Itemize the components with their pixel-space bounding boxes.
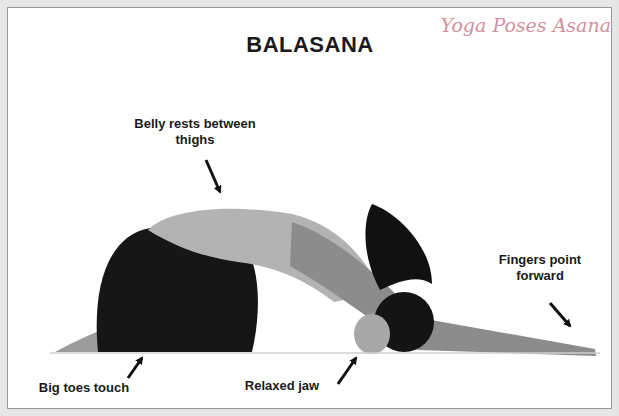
diagram-title: BALASANA xyxy=(160,32,460,58)
arm xyxy=(290,222,596,356)
ponytail xyxy=(365,204,432,290)
leader-arrow xyxy=(128,358,142,378)
pose-label: Relaxed jaw xyxy=(232,378,332,394)
face xyxy=(354,314,390,354)
leader-arrow xyxy=(206,160,220,192)
watermark: Yoga Poses Asana xyxy=(441,14,611,36)
floor-line xyxy=(50,352,600,354)
pose-label: Belly rests between thighs xyxy=(120,116,270,148)
leader-arrow xyxy=(550,303,570,326)
pose-label: Big toes touch xyxy=(34,380,134,396)
leader-arrow xyxy=(338,358,356,384)
pose-label: Fingers point forward xyxy=(478,252,602,284)
